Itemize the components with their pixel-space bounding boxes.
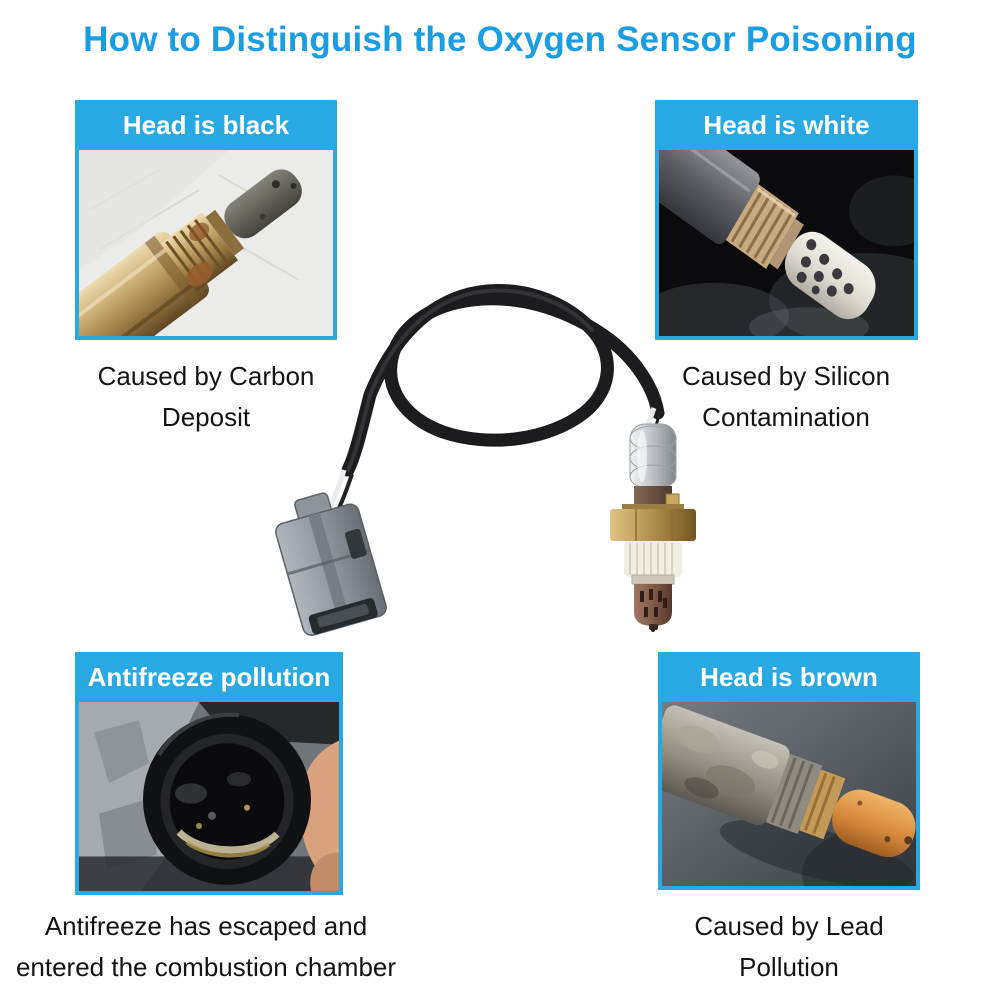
card-head-is-brown: Head is brown [658,652,920,890]
thumb-holding-cap [299,740,339,887]
caption-lead-pollution-line2: Pollution [739,952,839,982]
card-head-is-black: Head is black [75,100,337,340]
caption-silicon-contamination-line2: Contamination [702,402,870,432]
card-head-is-black-header: Head is black [122,109,290,140]
card-antifreeze-pollution: Antifreeze pollution [75,652,343,895]
caption-lead-pollution: Caused by Lead Pollution [653,906,925,988]
carbon-deposit-sensor-photo-art [79,150,333,336]
sensor-connector-plug [275,492,387,636]
page-title: How to Distinguish the Oxygen Sensor Poi… [83,20,917,59]
caption-lead-pollution-line1: Caused by Lead [694,911,884,941]
brown-sensor-tip [832,789,916,858]
sensor-cable [341,284,665,477]
carbon-deposit-sensor-photo [79,150,333,336]
silicon-contamination-sensor-photo [659,150,914,336]
caption-antifreeze: Antifreeze has escaped and entered the c… [5,906,407,988]
caption-carbon-deposit-line1: Caused by Carbon [97,361,315,391]
card-head-is-brown-header: Head is brown [700,661,878,692]
card-head-is-white-header: Head is white [703,109,870,140]
white-sensor-tip [784,231,876,320]
oxygen-sensor-product-photo [268,258,708,670]
caption-silicon-contamination-line1: Caused by Silicon [681,361,891,391]
sensor-body [610,423,696,632]
caption-silicon-contamination: Caused by Silicon Contamination [650,356,922,438]
card-antifreeze-pollution-header: Antifreeze pollution [87,661,331,692]
oxygen-sensor-product-art [275,284,696,636]
sensor-hex-nut [610,509,696,541]
lead-pollution-sensor-photo-art [662,702,916,886]
black-sensor-tip [224,169,302,239]
lead-pollution-sensor-photo [662,702,916,886]
caption-antifreeze-line2: entered the combustion chamber [15,952,397,982]
card-head-is-white: Head is white [655,100,918,340]
antifreeze-sludge-cap-photo [79,702,339,891]
silicon-contamination-sensor-photo-art [659,150,914,336]
antifreeze-sludge-cap-photo-art [79,702,339,891]
caption-antifreeze-line1: Antifreeze has escaped and [44,911,368,941]
sensor-ceramic-ring [624,541,682,577]
caption-carbon-deposit: Caused by Carbon Deposit [75,356,337,438]
caption-carbon-deposit-line2: Deposit [161,402,251,432]
